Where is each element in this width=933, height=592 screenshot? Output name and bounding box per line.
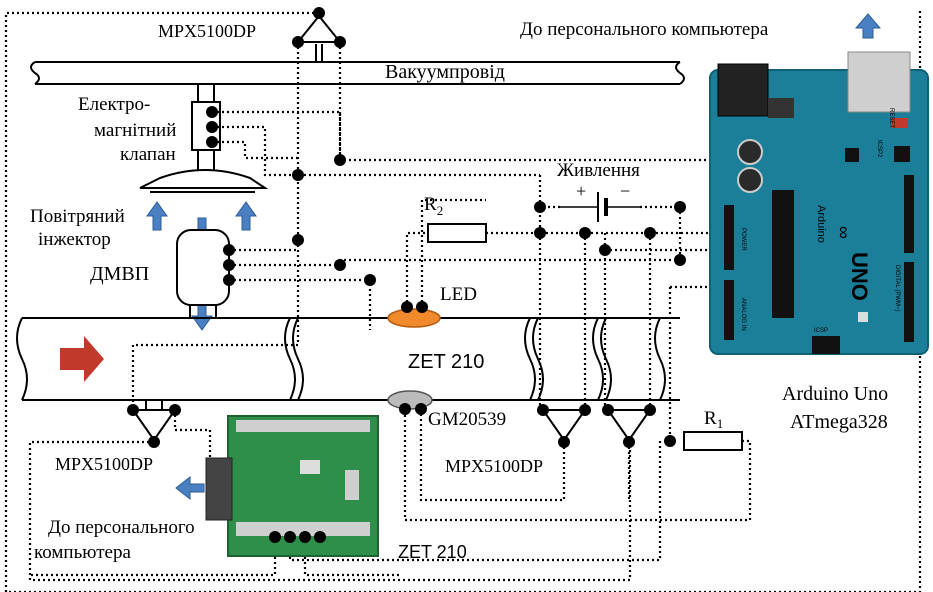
board-icsp2-label: ICSP2 — [876, 140, 882, 158]
plus-label: + — [576, 181, 586, 201]
vacuum-line-label: Вакуумпровід — [385, 61, 505, 83]
air-up-arrow-icon — [146, 201, 168, 231]
valve-label-1: Електро- — [78, 94, 150, 115]
zet-board-label: ZET 210 — [398, 542, 467, 562]
board-brand-icon: ∞ — [834, 226, 854, 239]
to-pc-top-label: До персонального компьютера — [520, 19, 769, 40]
to-pc-arrow-icon — [175, 475, 205, 501]
dmvp-label: ДМВП — [90, 263, 149, 285]
injector-label-2: інжектор — [38, 229, 111, 250]
reset-button[interactable] — [892, 118, 908, 128]
r2-label: R2 — [424, 194, 443, 218]
arduino-label-2: ATmega328 — [790, 411, 888, 433]
resistor-r2 — [427, 223, 487, 243]
vacuum-pipe — [30, 61, 685, 85]
sensor-bottom-mid-a — [537, 404, 591, 448]
injector-label-1: Повітряний — [30, 206, 125, 227]
sensor-top-label: MPX5100DP — [158, 21, 256, 41]
r1-label: R1 — [704, 408, 723, 431]
zet-pipe-label: ZET 210 — [408, 351, 484, 373]
led-label: LED — [440, 284, 477, 305]
battery-icon — [560, 192, 640, 222]
valve-label-2: магнітний — [94, 120, 176, 141]
sensor-bottom-left-label: MPX5100DP — [55, 454, 153, 474]
to-pc-bottom-label-1: До персонального — [48, 517, 195, 538]
air-up-arrow-icon — [235, 201, 257, 231]
board-power-label: POWER — [740, 228, 746, 251]
sensor-bottom-mid-b — [602, 404, 656, 448]
board-model-label: UNO — [847, 252, 872, 301]
board-analog-label: ANALOG IN — [740, 298, 746, 331]
flow-arrow-icon — [60, 336, 104, 382]
resistor-r1 — [683, 431, 743, 451]
sensor-top — [292, 7, 346, 62]
board-reset-label: RESET — [888, 108, 894, 128]
led — [387, 308, 441, 328]
arduino-board: UNO Arduino ∞ RESET ICSP2 ICSP ANALOG IN… — [709, 51, 929, 355]
arduino-label-1: Arduino Uno — [782, 383, 888, 405]
minus-label: − — [620, 181, 630, 201]
dmvp-sensor — [176, 229, 235, 318]
power-label: Живлення — [557, 160, 640, 181]
board-icsp-label: ICSP — [814, 328, 828, 334]
valve — [191, 84, 221, 170]
sensor-bottom-left — [127, 400, 181, 448]
board-name-label: Arduino — [815, 205, 827, 243]
gm-label: GM20539 — [428, 409, 506, 430]
valve-label-3: клапан — [120, 144, 176, 165]
air-injector — [139, 169, 269, 193]
upload-arrow-icon — [854, 13, 882, 39]
to-pc-bottom-label-2: компьютера — [34, 542, 131, 563]
intake-pipe — [16, 317, 680, 401]
board-digital-label: DIGITAL (PWM~) — [894, 265, 900, 312]
sensor-bottom-mid-label: MPX5100DP — [445, 456, 543, 476]
zet-board — [205, 415, 379, 557]
